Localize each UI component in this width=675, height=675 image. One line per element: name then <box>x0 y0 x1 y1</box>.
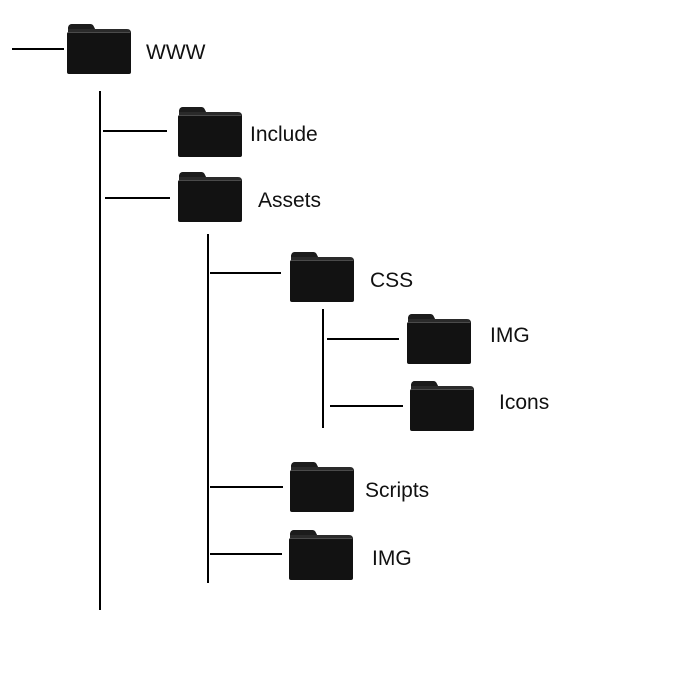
folder-icon-include[interactable] <box>177 106 243 158</box>
folder-icon-css-img[interactable] <box>406 313 472 365</box>
connector-root-in <box>12 48 64 50</box>
connector-css-trunk <box>322 309 324 428</box>
connector-include <box>103 130 167 132</box>
connector-css-icons <box>330 405 403 407</box>
connector-css <box>210 272 281 274</box>
connector-assets <box>105 197 170 199</box>
connector-css-img <box>327 338 399 340</box>
folder-label-css-img: IMG <box>490 324 530 347</box>
connector-assets-trunk <box>207 234 209 583</box>
connector-scripts <box>210 486 283 488</box>
folder-label-assets: Assets <box>258 189 322 212</box>
folder-label-css: CSS <box>370 269 414 292</box>
folder-icon-css-icons[interactable] <box>409 380 475 432</box>
folder-icon-css[interactable] <box>289 251 355 303</box>
folder-icon-www[interactable] <box>66 23 132 75</box>
folder-label-css-icons: Icons <box>499 391 550 414</box>
folder-icon-scripts[interactable] <box>289 461 355 513</box>
folder-label-www: WWW <box>146 41 206 64</box>
folder-label-include: Include <box>250 123 318 146</box>
connector-root-trunk <box>99 91 101 610</box>
folder-icon-assets-img[interactable] <box>288 529 354 581</box>
connector-assets-img <box>210 553 282 555</box>
folder-label-assets-img: IMG <box>372 547 412 570</box>
folder-label-scripts: Scripts <box>365 479 430 502</box>
folder-icon-assets[interactable] <box>177 171 243 223</box>
